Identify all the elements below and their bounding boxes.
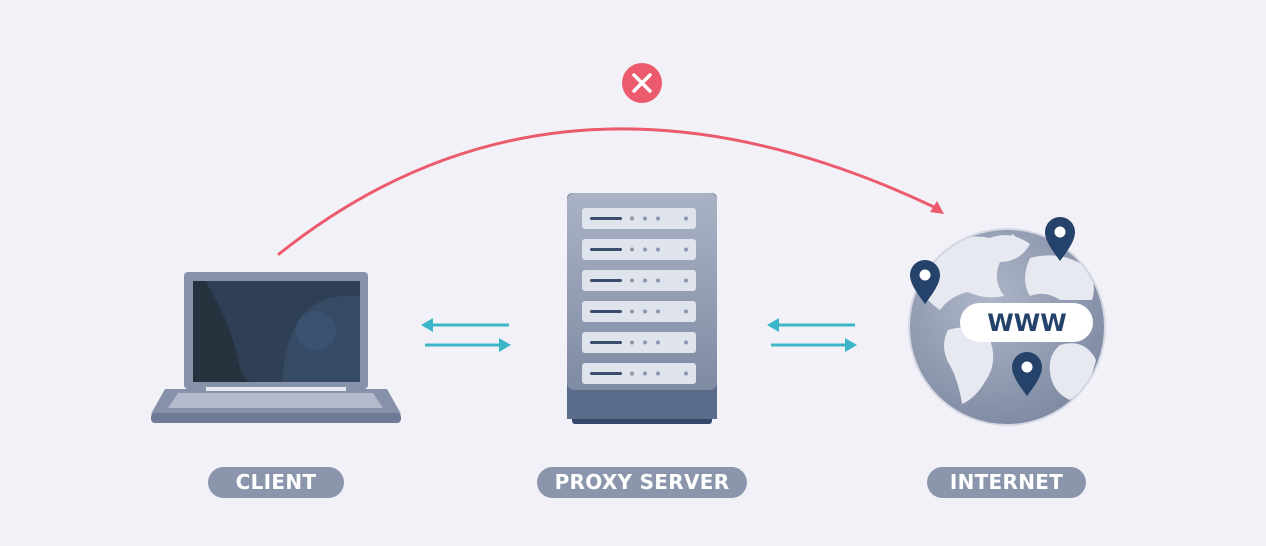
www-badge: WWW: [960, 303, 1093, 342]
location-pin-icon: [1045, 217, 1075, 261]
proxy-internet-arrows: [767, 318, 857, 352]
location-pin-icon: [910, 260, 940, 304]
close-icon: [622, 63, 662, 103]
internet-label: INTERNET: [927, 467, 1086, 498]
direct-path: [277, 63, 944, 256]
server-units: [582, 208, 696, 384]
client-proxy-arrows: [421, 318, 511, 352]
client-label: CLIENT: [208, 467, 344, 498]
blocked-arc-arrowhead: [930, 201, 944, 214]
proxy-server-label: PROXY SERVER: [537, 467, 747, 498]
blocked-arc: [277, 127, 936, 256]
server-rack-icon: [567, 193, 717, 424]
laptop-icon: [151, 272, 401, 423]
location-pin-icon: [1012, 352, 1042, 396]
www-badge-text: WWW: [987, 309, 1066, 337]
